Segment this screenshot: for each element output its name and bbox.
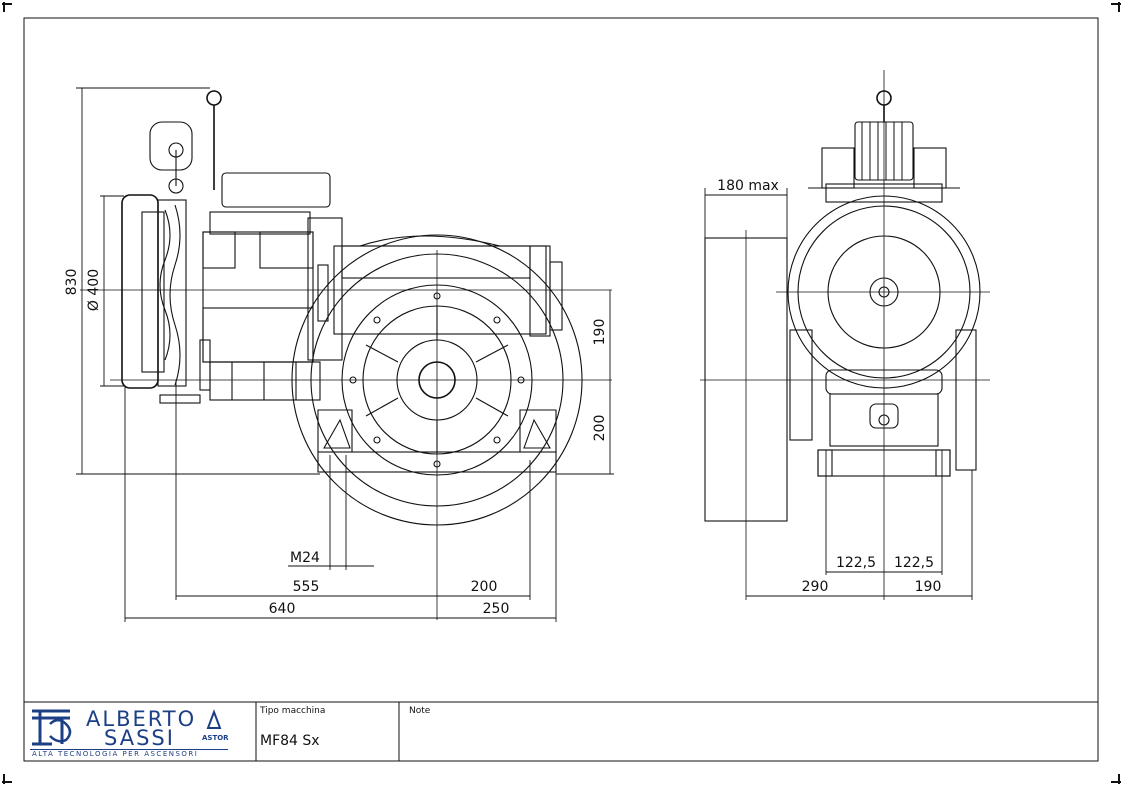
front-view-labels: 180 max 122,5 122,5 290 190 <box>717 178 941 595</box>
drawing-frame <box>23 17 1099 762</box>
dim-m24-label: M24 <box>290 550 320 566</box>
logo-astor-badge: ASTOR <box>202 734 229 742</box>
dim-555-label: 555 <box>293 579 320 595</box>
dim-122-5-left-label: 122,5 <box>836 555 876 571</box>
motor-cover <box>221 172 331 208</box>
dim-200-vertical-label: 200 <box>592 415 608 442</box>
logo-tagline: ALTA TECNOLOGIA PER ASCENSORI <box>32 750 198 758</box>
logo-line1: ALBERTO <box>86 707 196 731</box>
logo-emblem <box>32 709 70 746</box>
dim-250-label: 250 <box>483 601 510 617</box>
dim-190-front-label: 190 <box>915 579 942 595</box>
side-view <box>76 87 614 622</box>
sheave-bolts <box>349 292 525 468</box>
dim-830-label: 830 <box>64 269 80 296</box>
machine-type-label: Tipo macchina <box>259 706 325 716</box>
dim-200-label: 200 <box>471 579 498 595</box>
side-view-labels: 830 Ø 400 190 200 M24 555 200 640 250 <box>64 269 608 617</box>
title-block: ALBERTO SASSI ALTA TECNOLOGIA PER ASCENS… <box>23 701 1099 762</box>
astor-icon <box>206 709 222 729</box>
machine-type-value: MF84 Sx <box>260 733 320 749</box>
company-logo: ALBERTO SASSI ALTA TECNOLOGIA PER ASCENS… <box>30 707 229 758</box>
dim-122-5-right-label: 122,5 <box>894 555 934 571</box>
dim-190-label: 190 <box>592 319 608 346</box>
handwheel <box>121 194 159 389</box>
base-foot-left <box>317 409 353 453</box>
notes-label: Note <box>409 706 431 716</box>
dim-640-label: 640 <box>269 601 296 617</box>
dim-180max-label: 180 max <box>717 178 779 194</box>
front-view <box>700 70 990 600</box>
dim-290-label: 290 <box>802 579 829 595</box>
logo-line2: SASSI <box>104 726 175 750</box>
lever-knob <box>206 90 222 106</box>
dim-dia400-label: Ø 400 <box>86 269 102 311</box>
